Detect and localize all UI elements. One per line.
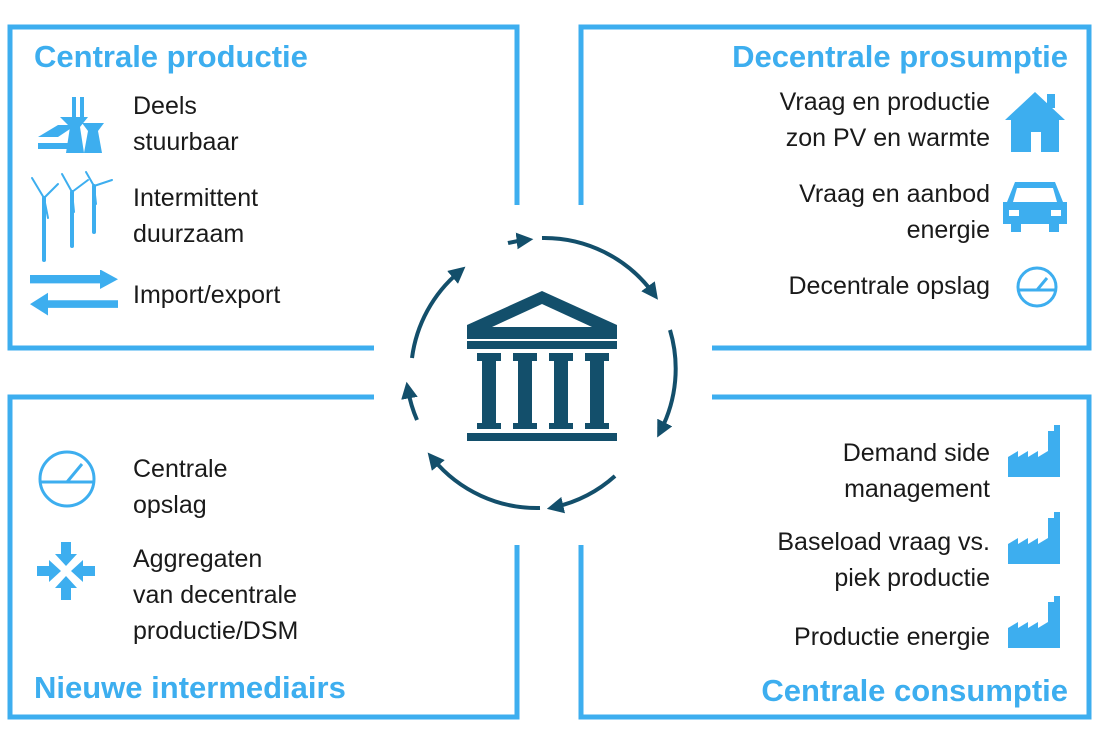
item-label-centrale-opslag: Centrale opslag — [133, 455, 228, 519]
wind-turbines-icon — [31, 171, 113, 262]
quadrant-title-top-right: Decentrale prosumptie — [732, 39, 1068, 74]
item-label-vraag-productie-zon: Vraag en productie zon PV en warmte — [779, 88, 990, 152]
factory-icon — [1008, 512, 1060, 564]
aggregate-arrows-icon — [37, 542, 95, 600]
quadrant-title-bottom-left: Nieuwe intermediairs — [34, 670, 346, 705]
item-label-aggregaten: Aggregaten van decentrale productie/DSM — [133, 545, 299, 645]
item-label-baseload-vraag: Baseload vraag vs. piek productie — [777, 528, 990, 592]
cycle-arrows-icon — [401, 232, 678, 514]
item-label-intermittent-duurzaam: Intermittent duurzaam — [133, 184, 259, 248]
frame-top-right — [578, 24, 1092, 351]
item-label-deels-stuurbaar: Deels stuurbaar — [133, 92, 239, 156]
quadrant-title-top-left: Centrale productie — [34, 39, 308, 74]
import-export-arrows-icon — [30, 270, 118, 316]
item-label-productie-energie: Productie energie — [794, 623, 990, 651]
frame-top-left — [7, 24, 520, 351]
item-label-import-export: Import/export — [133, 281, 281, 309]
car-icon — [1003, 182, 1067, 232]
house-icon — [1005, 92, 1065, 152]
factory-icon — [1008, 596, 1060, 648]
quadrant-title-bottom-right: Centrale consumptie — [761, 673, 1068, 708]
gauge-icon — [38, 450, 96, 508]
power-plant-icon — [38, 97, 104, 153]
government-building-icon — [467, 291, 617, 441]
gauge-icon — [1016, 266, 1058, 308]
item-label-demand-side-management: Demand side management — [842, 439, 990, 503]
item-label-decentrale-opslag: Decentrale opslag — [788, 272, 990, 300]
item-label-vraag-aanbod-energie: Vraag en aanbod energie — [799, 180, 990, 244]
frame-bottom-right — [578, 394, 1092, 720]
frame-bottom-left — [7, 394, 520, 720]
factory-icon — [1008, 425, 1060, 477]
